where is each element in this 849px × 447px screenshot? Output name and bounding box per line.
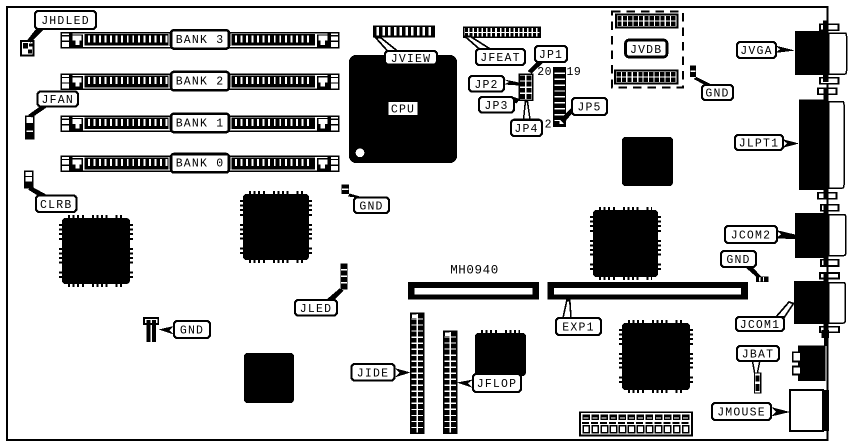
svg-text:JHDLED: JHDLED [41,15,90,28]
svg-text:JFEAT: JFEAT [480,52,521,65]
svg-text:JVDB: JVDB [630,44,662,57]
svg-text:GND: GND [726,254,750,267]
svg-text:20: 20 [537,66,552,79]
svg-text:JP2: JP2 [474,79,498,92]
svg-text:BANK 0: BANK 0 [176,158,225,171]
svg-text:JP3: JP3 [484,100,508,113]
svg-text:BANK 3: BANK 3 [176,34,225,47]
svg-text:JBAT: JBAT [742,349,774,362]
svg-text:JIDE: JIDE [357,367,389,380]
svg-text:2: 2 [545,119,552,132]
svg-text:JMOUSE: JMOUSE [717,407,766,420]
svg-text:JP5: JP5 [577,102,601,115]
svg-text:JP1: JP1 [539,49,563,62]
svg-text:CLRB: CLRB [40,199,72,212]
svg-text:JCOM1: JCOM1 [740,319,781,332]
svg-text:BANK 2: BANK 2 [176,76,225,89]
svg-text:BANK 1: BANK 1 [176,117,225,130]
svg-text:JP4: JP4 [514,123,538,136]
svg-text:JVGA: JVGA [740,45,772,58]
svg-text:CPU: CPU [391,104,415,117]
svg-text:JFLOP: JFLOP [477,378,518,391]
svg-text:JLPT1: JLPT1 [739,138,780,151]
svg-text:GND: GND [705,88,729,101]
svg-text:EXP1: EXP1 [562,322,594,335]
svg-text:JCOM2: JCOM2 [731,230,772,243]
svg-text:JFAN: JFAN [42,94,74,107]
svg-text:MH0940: MH0940 [450,264,499,278]
svg-text:JVIEW: JVIEW [391,53,432,66]
svg-text:19: 19 [567,66,582,79]
svg-text:GND: GND [180,325,204,338]
svg-text:JLED: JLED [300,303,332,316]
svg-text:GND: GND [359,200,383,213]
